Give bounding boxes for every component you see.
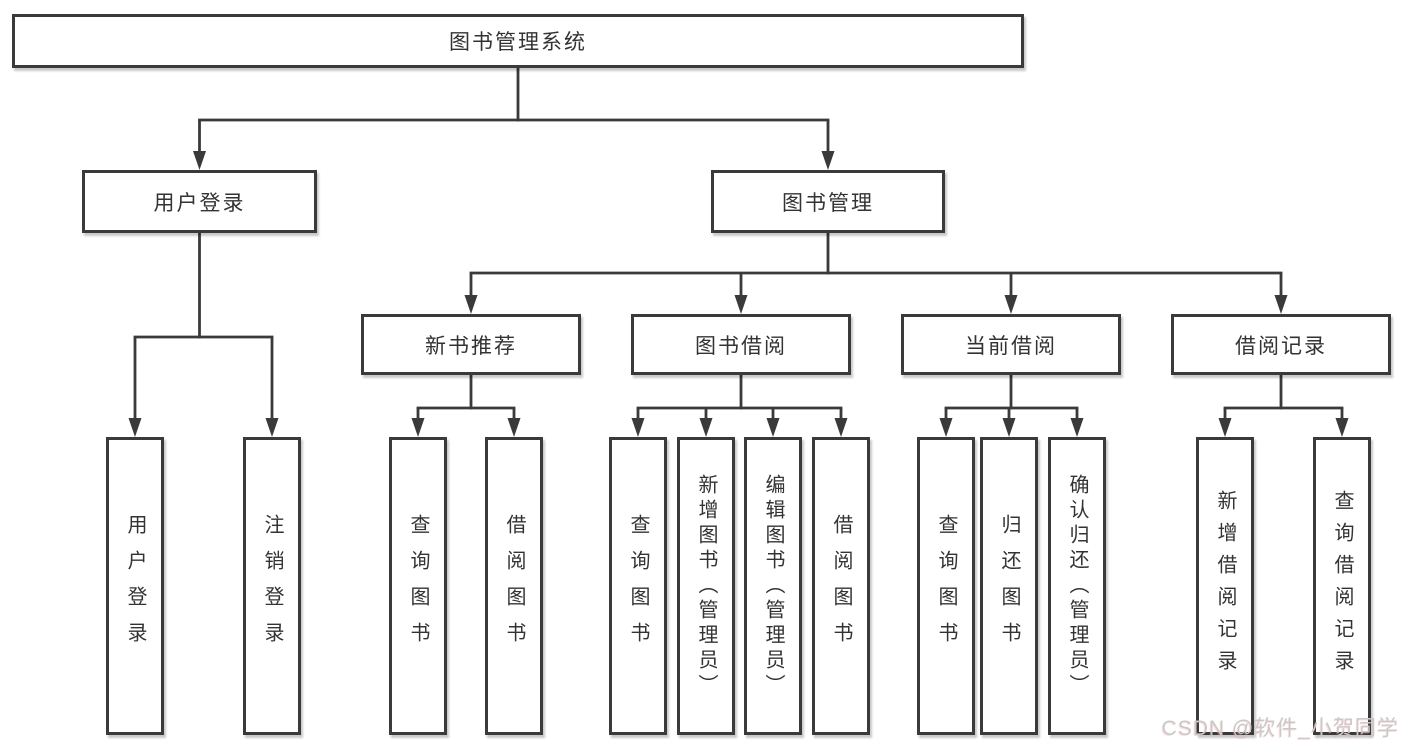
leaf-rec-query-books: 查询图书 (389, 437, 447, 735)
leaf-logout: 注销登录 (243, 437, 301, 735)
node-label: 当前借阅 (965, 334, 1057, 358)
leaf-cb-query-books: 查询图书 (917, 437, 975, 735)
node-label: 查询图书 (627, 514, 649, 658)
connectors-root-to-level2 (193, 68, 835, 170)
leaf-br-query-record: 查询借阅记录 (1313, 437, 1371, 735)
node-label: 新增图书（管理员） (695, 473, 717, 699)
leaf-br-add-record: 新增借阅记录 (1196, 437, 1254, 735)
connectors-records-branch (1218, 375, 1349, 437)
node-label: 借阅图书 (830, 514, 852, 658)
node-label: 用户登录 (153, 191, 246, 215)
leaf-cb-confirm-return-admin: 确认归还（管理员） (1048, 437, 1106, 735)
node-label: 借阅记录 (1235, 334, 1327, 358)
node-user-login: 用户登录 (82, 170, 317, 233)
node-book-borrowing: 图书借阅 (631, 314, 851, 375)
node-label: 查询图书 (935, 514, 957, 658)
node-label: 借阅图书 (503, 514, 525, 658)
node-label: 图书管理 (782, 191, 874, 215)
node-label: 图书管理系统 (449, 31, 587, 54)
node-label: 注销登录 (261, 514, 283, 658)
node-label: 归还图书 (998, 514, 1020, 658)
node-label: 新书推荐 (425, 334, 517, 358)
leaf-user-login: 用户登录 (106, 437, 164, 735)
node-label: 查询借阅记录 (1331, 490, 1353, 682)
node-label: 编辑图书（管理员） (762, 473, 784, 699)
connectors-book-mgmt-to-level3 (464, 233, 1288, 314)
leaf-bb-query-books: 查询图书 (609, 437, 667, 735)
leaf-rec-borrow-books: 借阅图书 (485, 437, 543, 735)
connectors-user-login-branch (128, 233, 279, 437)
node-label: 用户登录 (124, 514, 146, 658)
csdn-watermark: CSDN @软件_小贺同学 (1161, 717, 1399, 740)
leaf-bb-add-books-admin: 新增图书（管理员） (677, 437, 735, 735)
leaf-bb-edit-books-admin: 编辑图书（管理员） (744, 437, 802, 735)
node-label: 图书借阅 (695, 334, 787, 358)
node-book-management: 图书管理 (711, 170, 945, 233)
node-library-system: 图书管理系统 (12, 14, 1024, 68)
leaf-bb-borrow-books: 借阅图书 (812, 437, 870, 735)
connectors-book-borrow-branch (631, 375, 848, 437)
connectors-current-borrow-branch (939, 375, 1084, 437)
node-current-borrowing: 当前借阅 (901, 314, 1121, 375)
node-label: 查询图书 (407, 514, 429, 658)
node-label: 新增借阅记录 (1214, 490, 1236, 682)
node-borrowing-records: 借阅记录 (1171, 314, 1391, 375)
node-new-book-recommendation: 新书推荐 (361, 314, 581, 375)
connectors-new-rec-branch (411, 375, 521, 437)
node-label: 确认归还（管理员） (1066, 473, 1088, 699)
leaf-cb-return-books: 归还图书 (980, 437, 1038, 735)
